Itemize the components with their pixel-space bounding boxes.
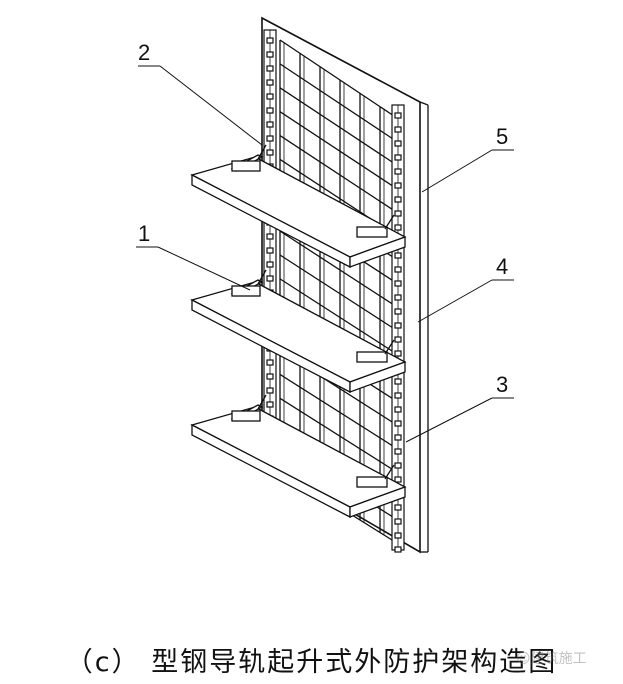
support-arm [257, 144, 267, 160]
left-guide-rail-slot [266, 247, 274, 254]
mesh-horizontal [279, 63, 401, 145]
bracket-block-left [231, 285, 261, 297]
right-guide-rail-slot [394, 154, 402, 161]
bracket-block-right [356, 476, 388, 488]
right-guide-rail-slot [394, 406, 402, 413]
right-guide-rail-slot [394, 252, 402, 259]
right-guide-rail-slot [394, 168, 402, 175]
bracket-block-right [356, 226, 388, 238]
right-guide-rail-slot [394, 112, 402, 119]
right-guide-rail-slot [394, 308, 402, 315]
left-guide-rail-slot [266, 79, 274, 86]
mesh-horizontal [279, 278, 401, 357]
right-guide-rail-slot [394, 266, 402, 273]
support-arm [384, 464, 395, 480]
right-guide-rail-slot [394, 420, 402, 427]
right-guide-rail-slot [394, 350, 402, 357]
figure-caption: （c） 型钢导轨起升式外防护架构造图 [65, 647, 558, 678]
right-guide-rail-slot [394, 532, 402, 539]
callout-leader [405, 397, 493, 443]
mesh-horizontal [279, 230, 401, 310]
panel-edge-top [419, 101, 429, 106]
deck-top [190, 281, 407, 383]
platforms [190, 144, 407, 519]
callout-5: 3 [405, 372, 514, 443]
left-guide-rail-slot [266, 121, 274, 128]
deck-side-edge [349, 486, 406, 518]
left-guide-rail-slot [266, 51, 274, 58]
callout-3: 1 [136, 221, 251, 291]
right-guide-rail-slot [394, 182, 402, 189]
watermark: ☺建筑施工 [516, 651, 587, 667]
right-guide-rail-slot [394, 140, 402, 147]
right-guide-rail-slot [394, 504, 402, 511]
left-guide-rail-slot [266, 233, 274, 240]
right-guide-rail-slot [394, 280, 402, 287]
callout-leader [417, 279, 493, 323]
right-guide-rail-slot [394, 224, 402, 231]
deck-side-edge [349, 236, 406, 268]
support-arm [257, 394, 267, 410]
left-guide-rail-slot [266, 373, 274, 380]
support-arm [384, 214, 395, 230]
mesh-horizontal [279, 373, 401, 452]
right-guide-rail-slot [394, 448, 402, 455]
deck-side-edge [349, 361, 406, 393]
right-guide-rail-slot [394, 518, 402, 525]
mesh-horizontal [279, 135, 401, 215]
left-guide-rail-slot [266, 93, 274, 100]
right-guide-rail-slot [394, 322, 402, 329]
right-guide-rail-slot [394, 210, 402, 217]
callout-2: 5 [421, 124, 514, 193]
callout-leader [157, 246, 251, 291]
left-guide-rail-slot [266, 65, 274, 72]
mesh-horizontal [279, 87, 401, 168]
support-arm [257, 269, 267, 285]
left-guide-rail-slot [266, 37, 274, 44]
callout-4: 4 [417, 254, 514, 323]
right-guide-rail-slot [394, 546, 402, 553]
right-guide-rail-slot [394, 336, 402, 343]
platform-2 [190, 269, 407, 394]
right-guide-rail-slot [394, 196, 402, 203]
right-guide-rail-slot [394, 392, 402, 399]
left-guide-rail-slot [266, 261, 274, 268]
left-guide-rail-slot [266, 149, 274, 156]
mesh-horizontal [279, 39, 401, 121]
bracket-block-right [356, 351, 388, 363]
left-guide-rail-slot [266, 275, 274, 282]
callout-label: 1 [138, 221, 150, 246]
left-guide-rail-slot [266, 135, 274, 142]
left-guide-rail-slot [266, 401, 274, 408]
mesh-horizontal [279, 254, 401, 334]
support-arm [384, 339, 395, 355]
callout-group: 2 5 1 4 3 [136, 40, 514, 443]
mesh-horizontal [279, 397, 401, 475]
callout-label: 5 [496, 124, 508, 149]
callout-leader [421, 149, 493, 193]
bracket-block-left [231, 160, 261, 172]
mesh-horizontal [279, 111, 401, 192]
callout-leader [159, 65, 263, 146]
callout-label: 3 [496, 372, 508, 397]
right-guide-rail-slot [394, 126, 402, 133]
callout-label: 4 [496, 254, 508, 279]
right-guide-rail-slot [394, 462, 402, 469]
left-guide-rail-slot [266, 387, 274, 394]
bracket-block-left [231, 410, 261, 422]
right-guide-rail-slot [394, 476, 402, 483]
left-guide-rail-slot [266, 107, 274, 114]
platform-1 [190, 144, 407, 269]
left-guide-rail-slot [266, 359, 274, 366]
platform-3 [190, 394, 407, 519]
right-guide-rail-slot [394, 294, 402, 301]
callout-1: 2 [138, 40, 263, 146]
right-guide-rail-slot [394, 434, 402, 441]
right-guide-rail-slot [394, 378, 402, 385]
callout-label: 2 [138, 40, 150, 65]
